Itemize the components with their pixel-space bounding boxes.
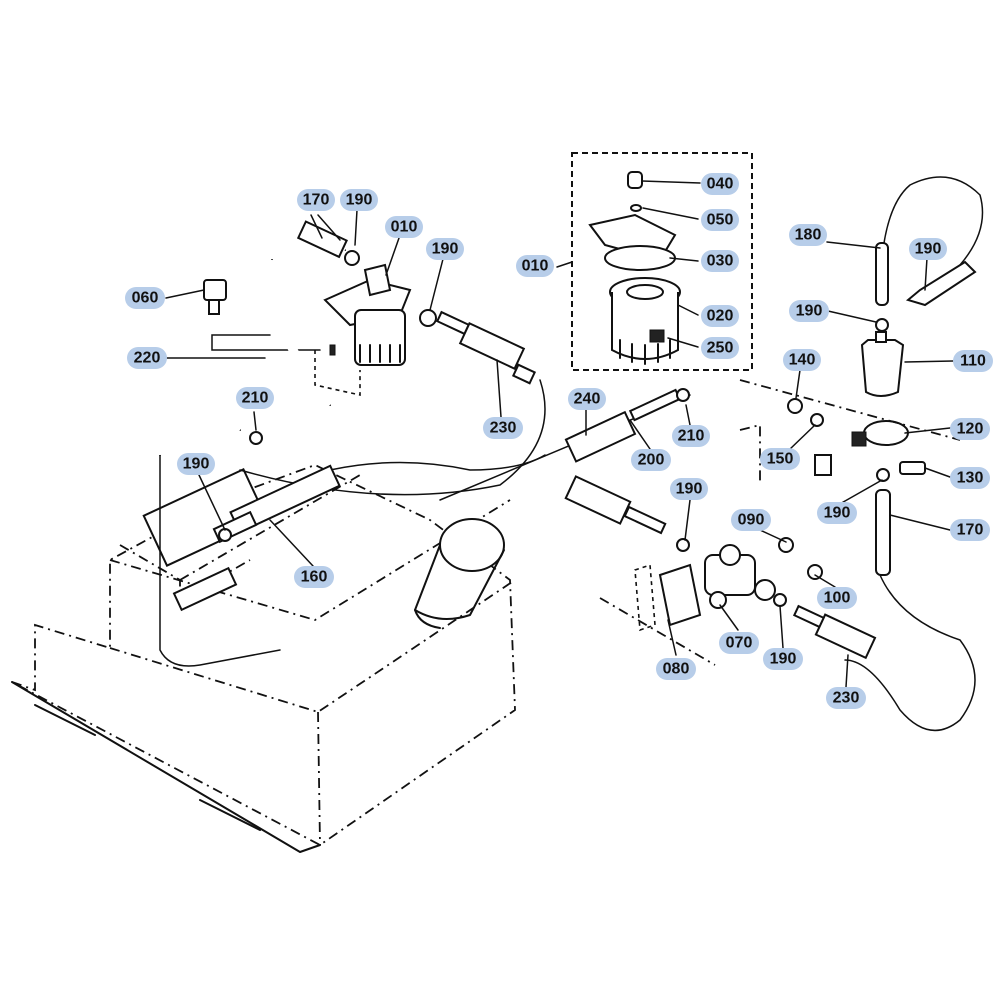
- callout-190-pump: 190: [670, 478, 708, 500]
- svg-text:170: 170: [303, 192, 330, 209]
- svg-text:030: 030: [707, 253, 734, 270]
- svg-text:190: 190: [770, 651, 797, 668]
- svg-text:160: 160: [301, 569, 328, 586]
- fuel-tank: [11, 464, 516, 853]
- svg-text:230: 230: [490, 420, 517, 437]
- callout-030: 030: [701, 250, 739, 272]
- callout-190-right-mid: 190: [789, 300, 829, 322]
- filter-exploded-view-box: [571, 152, 753, 371]
- callout-labels: 040 050 030 020 250 010 170 190 010 190 …: [125, 173, 993, 709]
- inline-filter-assembly: [739, 242, 977, 576]
- svg-text:140: 140: [789, 352, 816, 369]
- svg-text:190: 190: [346, 192, 373, 209]
- callout-060: 060: [125, 287, 165, 309]
- svg-text:010: 010: [391, 219, 418, 236]
- callout-250: 250: [701, 337, 739, 359]
- svg-text:240: 240: [574, 391, 601, 408]
- callout-170-right: 170: [950, 519, 990, 541]
- callout-110: 110: [953, 350, 993, 372]
- svg-text:010: 010: [522, 258, 549, 275]
- tank-filler-neck: [414, 518, 505, 629]
- svg-text:090: 090: [738, 512, 765, 529]
- bolt-060: [203, 279, 227, 315]
- hose-230-bottom: [792, 604, 877, 660]
- callout-080: 080: [656, 658, 696, 680]
- callout-190-top: 190: [340, 189, 378, 211]
- callout-230-top: 230: [483, 417, 523, 439]
- callout-040: 040: [701, 173, 739, 195]
- tank-sender-unit: [142, 467, 269, 612]
- svg-text:120: 120: [957, 421, 984, 438]
- svg-text:190: 190: [824, 505, 851, 522]
- svg-text:070: 070: [726, 635, 753, 652]
- callout-140: 140: [783, 349, 821, 371]
- svg-text:250: 250: [707, 340, 734, 357]
- callout-070: 070: [719, 632, 759, 654]
- svg-text:060: 060: [132, 290, 159, 307]
- pipe-assembly-200: [564, 388, 690, 535]
- svg-text:210: 210: [242, 390, 269, 407]
- svg-text:200: 200: [638, 452, 665, 469]
- callout-200: 200: [631, 449, 671, 471]
- hose-230-top: [419, 309, 537, 385]
- return-hose-assembly: [154, 395, 341, 544]
- callout-150: 150: [760, 448, 800, 470]
- svg-text:080: 080: [663, 661, 690, 678]
- callout-120: 120: [950, 418, 990, 440]
- callout-230-bottom: 230: [826, 687, 866, 709]
- callout-190-right-low: 190: [817, 502, 857, 524]
- svg-text:220: 220: [134, 350, 161, 367]
- callout-220: 220: [127, 347, 167, 369]
- callout-210-mid: 210: [672, 425, 710, 447]
- callout-190-mid: 190: [426, 238, 464, 260]
- callout-010-top: 010: [385, 216, 423, 238]
- svg-text:020: 020: [707, 308, 734, 325]
- svg-text:040: 040: [707, 176, 734, 193]
- callout-020: 020: [701, 305, 739, 327]
- svg-text:050: 050: [707, 212, 734, 229]
- callout-050: 050: [701, 209, 739, 231]
- svg-text:130: 130: [957, 470, 984, 487]
- svg-text:190: 190: [432, 241, 459, 258]
- callout-180: 180: [789, 224, 827, 246]
- svg-text:210: 210: [678, 428, 705, 445]
- svg-text:110: 110: [960, 353, 986, 370]
- callout-210-left: 210: [236, 387, 274, 409]
- svg-text:190: 190: [915, 241, 942, 258]
- fuel-pump-assembly: [599, 537, 823, 666]
- callout-160: 160: [294, 566, 334, 588]
- callout-170-top: 170: [297, 189, 335, 211]
- svg-text:190: 190: [183, 456, 210, 473]
- callout-100: 100: [817, 587, 857, 609]
- filter-assembly-installed: [265, 219, 412, 408]
- svg-text:100: 100: [824, 590, 851, 607]
- callout-090: 090: [731, 509, 771, 531]
- svg-text:150: 150: [767, 451, 794, 468]
- svg-text:170: 170: [957, 522, 984, 539]
- callout-190-left: 190: [177, 453, 215, 475]
- svg-text:180: 180: [795, 227, 822, 244]
- svg-text:190: 190: [676, 481, 703, 498]
- callout-190-right-top: 190: [909, 238, 947, 260]
- callout-190-bottom: 190: [763, 648, 803, 670]
- svg-text:230: 230: [833, 690, 860, 707]
- callout-240: 240: [568, 388, 606, 410]
- svg-text:190: 190: [796, 303, 823, 320]
- callout-130: 130: [950, 467, 990, 489]
- callout-010-box: 010: [516, 255, 554, 277]
- leader-lines: [165, 180, 954, 688]
